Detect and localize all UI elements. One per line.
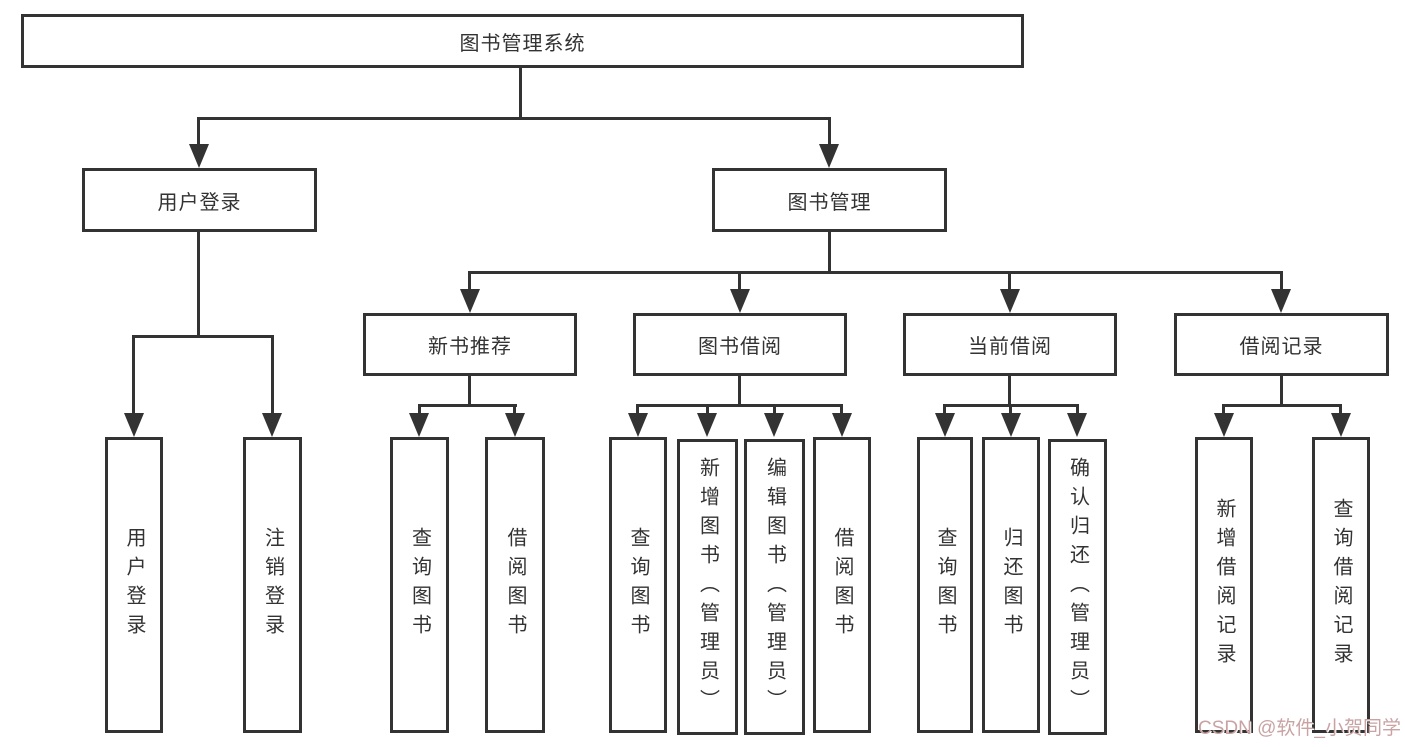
node-cb-confirm-return-label: 确认归还（管理员） xyxy=(1066,456,1089,718)
connector-segment xyxy=(418,404,517,407)
node-bb-edit-book: 编辑图书（管理员） xyxy=(744,439,805,735)
node-current-borrow: 当前借阅 xyxy=(903,313,1117,376)
node-cb-confirm-return: 确认归还（管理员） xyxy=(1048,439,1107,735)
node-cb-return-book-label: 归还图书 xyxy=(1000,527,1022,643)
node-book-mgmt: 图书管理 xyxy=(712,168,947,232)
node-user-login-label: 用户登录 xyxy=(157,191,242,214)
node-borrow-record: 借阅记录 xyxy=(1174,313,1389,376)
node-new-book-rec: 新书推荐 xyxy=(363,313,577,376)
connector-segment xyxy=(197,232,200,337)
connector-segment xyxy=(468,376,471,407)
connector-segment xyxy=(738,271,741,291)
arrow-down-icon xyxy=(1067,413,1087,437)
node-ul-logout-label: 注销登录 xyxy=(261,527,284,643)
connector-segment xyxy=(636,404,843,407)
node-current-borrow-label: 当前借阅 xyxy=(968,336,1052,358)
connector-segment xyxy=(519,68,522,120)
arrow-down-icon xyxy=(1001,413,1021,437)
node-book-borrow-label: 图书借阅 xyxy=(698,336,782,358)
node-bb-add-book: 新增图书（管理员） xyxy=(677,439,738,735)
node-ul-user-login-label: 用户登录 xyxy=(123,527,145,643)
arrow-down-icon xyxy=(124,413,144,437)
node-br-query-record-label: 查询借阅记录 xyxy=(1330,498,1352,672)
connector-segment xyxy=(1222,404,1342,407)
node-root: 图书管理系统 xyxy=(21,14,1024,68)
connector-segment xyxy=(738,376,741,407)
connector-segment xyxy=(1008,376,1011,407)
node-bb-query-book-label: 查询图书 xyxy=(627,527,649,643)
node-cb-query-book-label: 查询图书 xyxy=(934,527,956,643)
node-br-add-record: 新增借阅记录 xyxy=(1195,437,1253,733)
connector-segment xyxy=(513,404,516,416)
connector-segment xyxy=(418,404,421,416)
node-user-login: 用户登录 xyxy=(82,168,317,232)
arrow-down-icon xyxy=(1000,289,1020,313)
arrow-down-icon xyxy=(460,289,480,313)
node-cb-query-book: 查询图书 xyxy=(917,437,973,733)
arrow-down-icon xyxy=(189,144,209,168)
connector-segment xyxy=(636,404,639,416)
node-borrow-record-label: 借阅记录 xyxy=(1239,336,1324,358)
node-bb-edit-book-label: 编辑图书（管理员） xyxy=(763,456,786,718)
node-bb-borrow-book-label: 借阅图书 xyxy=(831,527,853,643)
connector-segment xyxy=(197,117,200,146)
node-nbr-query-book-label: 查询图书 xyxy=(408,527,431,643)
connector-segment xyxy=(1339,404,1342,416)
arrow-down-icon xyxy=(1331,413,1351,437)
arrow-down-icon xyxy=(697,413,717,437)
connector-segment xyxy=(828,232,831,274)
arrow-down-icon xyxy=(262,413,282,437)
connector-segment xyxy=(840,404,843,416)
connector-segment xyxy=(943,404,946,416)
node-book-mgmt-label: 图书管理 xyxy=(787,191,872,214)
connector-segment xyxy=(132,335,135,415)
node-cb-return-book: 归还图书 xyxy=(982,437,1040,733)
node-br-add-record-label: 新增借阅记录 xyxy=(1213,498,1235,672)
arrow-down-icon xyxy=(409,413,429,437)
arrow-down-icon xyxy=(819,144,839,168)
node-nbr-borrow-book: 借阅图书 xyxy=(485,437,545,733)
connector-segment xyxy=(706,404,709,416)
node-bb-query-book: 查询图书 xyxy=(609,437,667,733)
connector-segment xyxy=(828,117,831,146)
connector-segment xyxy=(1076,404,1079,416)
arrow-down-icon xyxy=(935,413,955,437)
node-ul-user-login: 用户登录 xyxy=(105,437,163,733)
connector-segment xyxy=(468,271,471,291)
arrow-down-icon xyxy=(628,413,648,437)
arrow-down-icon xyxy=(764,413,784,437)
connector-segment xyxy=(1280,271,1283,291)
arrow-down-icon xyxy=(505,413,525,437)
node-nbr-borrow-book-label: 借阅图书 xyxy=(504,527,526,643)
node-new-book-rec-label: 新书推荐 xyxy=(428,336,512,358)
connector-segment xyxy=(271,335,274,415)
connector-segment xyxy=(197,117,831,120)
connector-segment xyxy=(1009,404,1012,416)
node-book-borrow: 图书借阅 xyxy=(633,313,847,376)
node-bb-borrow-book: 借阅图书 xyxy=(813,437,871,733)
connector-segment xyxy=(1222,404,1225,416)
connector-segment xyxy=(1008,271,1011,291)
connector-segment xyxy=(1280,376,1283,407)
arrow-down-icon xyxy=(832,413,852,437)
connector-segment xyxy=(468,271,1283,274)
csdn-watermark: CSDN @软件_小贺同学 xyxy=(1198,718,1401,739)
connector-segment xyxy=(132,335,274,338)
arrow-down-icon xyxy=(1271,289,1291,313)
node-root-label: 图书管理系统 xyxy=(459,32,586,55)
connector-segment xyxy=(773,404,776,416)
arrow-down-icon xyxy=(730,289,750,313)
node-br-query-record: 查询借阅记录 xyxy=(1312,437,1370,733)
arrow-down-icon xyxy=(1214,413,1234,437)
node-nbr-query-book: 查询图书 xyxy=(390,437,449,733)
node-ul-logout: 注销登录 xyxy=(243,437,302,733)
node-bb-add-book-label: 新增图书（管理员） xyxy=(696,456,719,718)
